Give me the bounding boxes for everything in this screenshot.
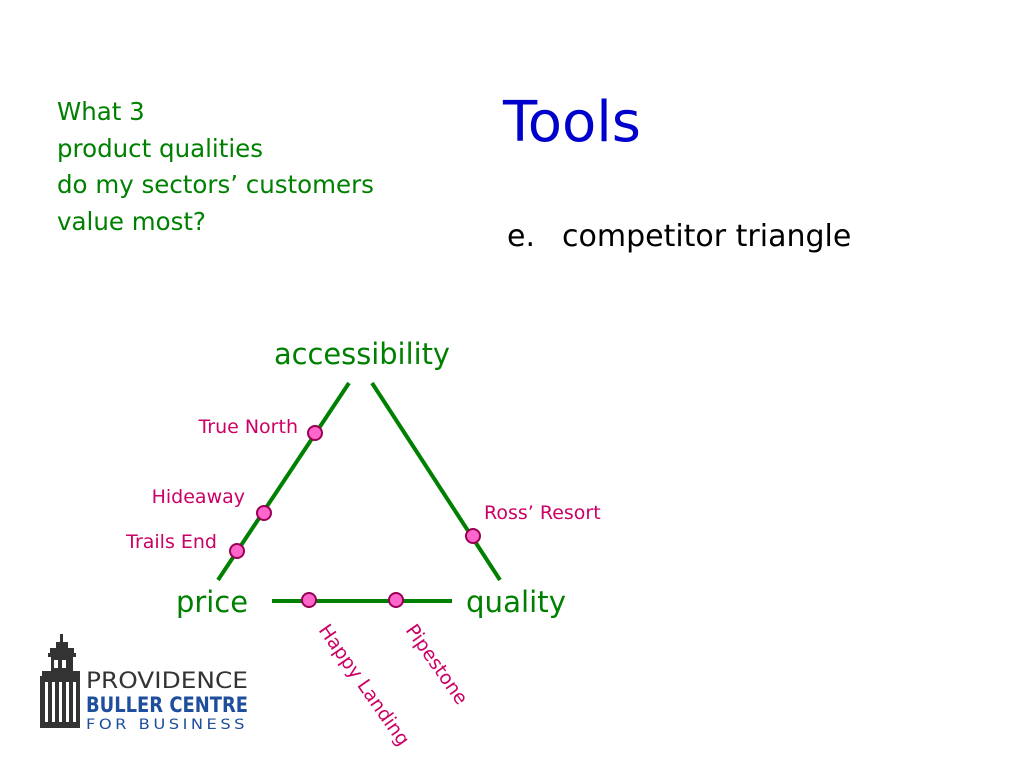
- question-line: product qualities: [57, 133, 263, 163]
- question-text: What 3 product qualities do my sectors’ …: [57, 94, 374, 240]
- competitor-label-true-north: True North: [197, 416, 298, 438]
- competitor-label-hideaway: Hideaway: [152, 486, 245, 508]
- competitor-dot-pipestone: [388, 592, 404, 608]
- logo-graphic: PROVIDENCE BULLER CENTRE FOR BUSINESS: [40, 634, 248, 733]
- question-line: do my sectors’ customers: [57, 170, 374, 199]
- competitor-label-pipestone: Pipestone: [401, 620, 472, 709]
- competitor-label-trails-end: Trails End: [125, 531, 217, 553]
- logo-line-providence: PROVIDENCE: [86, 669, 248, 694]
- competitor-dot-ross-resort: [465, 528, 481, 544]
- question-line: What 3: [57, 97, 145, 126]
- competitor-dot-true-north: [307, 425, 323, 441]
- competitor-label-happy-landing: Happy Landing: [314, 620, 414, 750]
- question-line: value most?: [57, 206, 206, 236]
- bullet-text: competitor triangle: [562, 219, 852, 254]
- vertex-price: price: [176, 585, 248, 619]
- bullet-letter: e.: [507, 219, 535, 254]
- competitor-dot-happy-landing: [301, 592, 317, 608]
- edge-accessibility-quality: [370, 381, 502, 582]
- competitor-dot-trails-end: [229, 543, 245, 559]
- slide-title: Tools: [503, 90, 641, 155]
- logo-line-buller-centre: BULLER CENTRE: [86, 693, 248, 717]
- providence-buller-centre-logo: PROVIDENCE BULLER CENTRE FOR BUSINESS: [38, 632, 253, 733]
- competitor-label-ross-resort: Ross’ Resort: [484, 502, 601, 524]
- logo-line-for-business: FOR BUSINESS: [86, 717, 248, 732]
- vertex-accessibility: accessibility: [274, 337, 450, 371]
- competitor-dot-hideaway: [256, 505, 272, 521]
- vertex-quality: quality: [466, 585, 566, 619]
- bullet-item: e. competitor triangle: [507, 217, 851, 257]
